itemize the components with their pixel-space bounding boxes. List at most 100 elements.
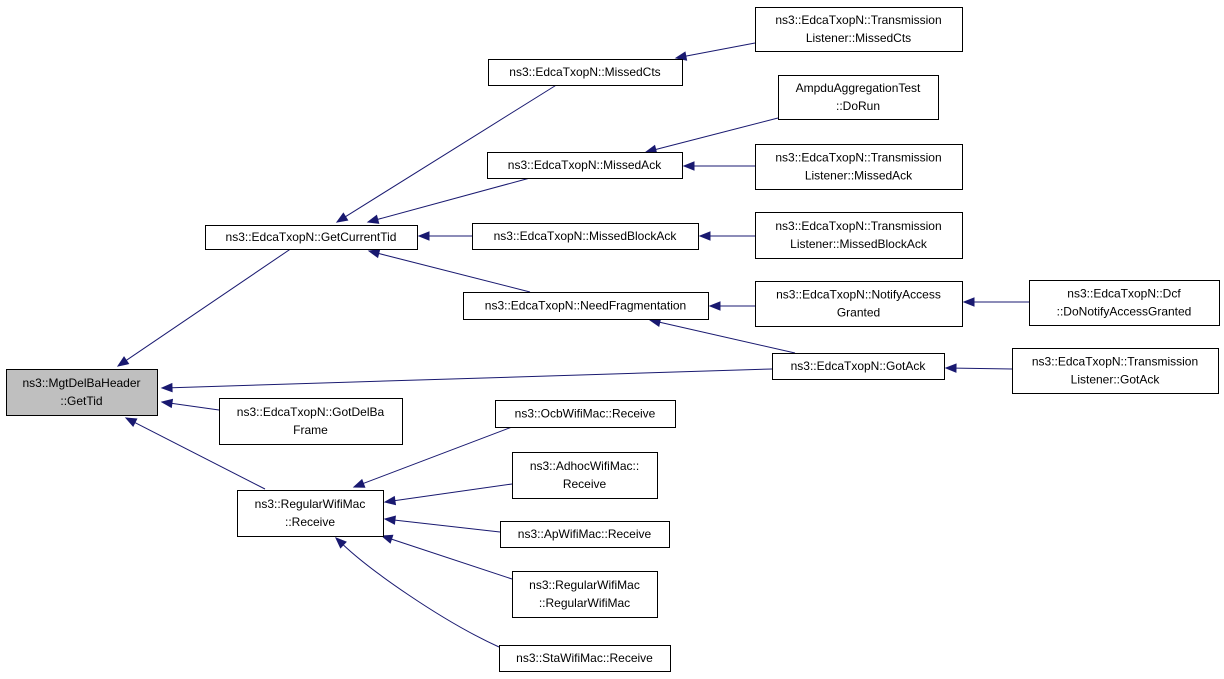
- nodes-layer: ns3::MgtDelBaHeader::GetTidns3::EdcaTxop…: [6, 7, 1220, 672]
- node-mack[interactable]: ns3::EdcaTxopN::MissedAck: [487, 152, 683, 179]
- node-tl-gotack[interactable]: ns3::EdcaTxopN::TransmissionListener::Go…: [1012, 348, 1219, 394]
- node-ocb[interactable]: ns3::OcbWifiMac::Receive: [495, 400, 676, 428]
- node-label: ns3::EdcaTxopN::Transmission: [775, 13, 941, 27]
- arrowhead-icon: [380, 534, 394, 544]
- node-label: ns3::EdcaTxopN::Dcf: [1067, 287, 1181, 301]
- node-label: ns3::EdcaTxopN::MissedCts: [509, 65, 660, 79]
- call-edge-mcts-to-gct: [335, 83, 559, 223]
- node-gct[interactable]: ns3::EdcaTxopN::GetCurrentTid: [205, 225, 418, 250]
- arrowhead-icon: [352, 478, 366, 488]
- call-edge-ap-to-rwm_recv: [383, 515, 501, 533]
- node-label: Listener::GotAck: [1071, 373, 1161, 387]
- arrowhead-icon: [383, 515, 396, 525]
- arrowhead-icon: [366, 214, 380, 224]
- node-ampdu[interactable]: AmpduAggregationTest::DoRun: [778, 75, 939, 120]
- node-label: ns3::EdcaTxopN::MissedBlockAck: [494, 229, 678, 243]
- node-label: ns3::OcbWifiMac::Receive: [515, 407, 656, 421]
- node-rwm-ctor[interactable]: ns3::RegularWifiMac::RegularWifiMac: [512, 571, 658, 618]
- edge-line: [345, 83, 559, 218]
- node-box: [755, 7, 963, 52]
- node-mcts[interactable]: ns3::EdcaTxopN::MissedCts: [488, 59, 683, 86]
- node-label: ns3::RegularWifiMac: [255, 497, 366, 511]
- node-label: Listener::MissedBlockAck: [790, 237, 928, 251]
- edge-line: [659, 321, 796, 354]
- node-label: Listener::MissedCts: [806, 31, 911, 45]
- edge-line: [134, 422, 266, 490]
- node-label: ns3::EdcaTxopN::GetCurrentTid: [226, 230, 397, 244]
- arrowhead-icon: [383, 495, 397, 506]
- edge-line: [377, 177, 531, 220]
- node-box: [1029, 280, 1220, 326]
- node-box: [1012, 348, 1219, 394]
- arrowhead-icon: [124, 417, 138, 427]
- node-sta[interactable]: ns3::StaWifiMac::Receive: [499, 645, 671, 672]
- call-edge-gct-to-root: [116, 247, 293, 367]
- arrowhead-icon: [708, 301, 721, 311]
- node-tl-mback[interactable]: ns3::EdcaTxopN::TransmissionListener::Mi…: [755, 212, 963, 259]
- node-tl-mack[interactable]: ns3::EdcaTxopN::TransmissionListener::Mi…: [755, 144, 963, 190]
- call-edge-sta-to-rwm_recv: [335, 537, 500, 648]
- node-label: Frame: [293, 423, 328, 437]
- edge-line: [171, 368, 773, 389]
- call-edge-ampdu-to-mack: [644, 117, 779, 154]
- call-edge-tl_mback-to-mback: [698, 231, 755, 241]
- node-box: [488, 59, 683, 86]
- arrowhead-icon: [674, 51, 688, 61]
- node-box: [472, 223, 699, 250]
- node-box: [495, 400, 676, 428]
- node-label: ns3::EdcaTxopN::Transmission: [775, 151, 941, 165]
- node-tl-mcts[interactable]: ns3::EdcaTxopN::TransmissionListener::Mi…: [755, 7, 963, 52]
- call-edge-ocb-to-rwm_recv: [352, 426, 513, 488]
- node-root[interactable]: ns3::MgtDelBaHeader::GetTid: [6, 369, 158, 416]
- arrowhead-icon: [682, 161, 695, 171]
- arrowhead-icon: [335, 212, 349, 223]
- node-box: [755, 281, 963, 327]
- node-box: [755, 144, 963, 190]
- node-label: ::GetTid: [60, 394, 102, 408]
- node-rwm-recv[interactable]: ns3::RegularWifiMac::Receive: [237, 490, 384, 537]
- arrowhead-icon: [962, 297, 975, 307]
- node-box: [778, 75, 939, 120]
- node-box: [772, 353, 945, 380]
- call-edge-dcf-to-notify: [962, 297, 1029, 307]
- node-needfrag[interactable]: ns3::EdcaTxopN::NeedFragmentation: [463, 292, 709, 320]
- arrowhead-icon: [367, 248, 381, 259]
- edge-line: [685, 42, 756, 57]
- edge-line: [363, 426, 513, 484]
- arrowhead-icon: [116, 356, 130, 367]
- node-box: [500, 521, 670, 548]
- node-box: [219, 398, 403, 445]
- edges-layer: [116, 42, 1029, 648]
- node-label: AmpduAggregationTest: [796, 81, 921, 95]
- node-label: ns3::EdcaTxopN::Transmission: [1032, 355, 1198, 369]
- node-dcf[interactable]: ns3::EdcaTxopN::Dcf::DoNotifyAccessGrant…: [1029, 280, 1220, 326]
- edge-line: [391, 538, 513, 580]
- node-gotack[interactable]: ns3::EdcaTxopN::GotAck: [772, 353, 945, 380]
- node-mback[interactable]: ns3::EdcaTxopN::MissedBlockAck: [472, 223, 699, 250]
- node-box: [755, 212, 963, 259]
- arrowhead-icon: [160, 398, 174, 409]
- arrowhead-icon: [698, 231, 711, 241]
- node-notify[interactable]: ns3::EdcaTxopN::NotifyAccessGranted: [755, 281, 963, 327]
- node-ap[interactable]: ns3::ApWifiMac::Receive: [500, 521, 670, 548]
- node-label: ns3::EdcaTxopN::NotifyAccess: [776, 288, 941, 302]
- edge-line: [955, 367, 1013, 370]
- call-edge-mack-to-gct: [366, 177, 531, 224]
- node-label: ns3::EdcaTxopN::NeedFragmentation: [485, 299, 686, 313]
- node-adhoc[interactable]: ns3::AdhocWifiMac::Receive: [512, 452, 658, 499]
- node-label: ::DoRun: [836, 99, 880, 113]
- edge-line: [342, 544, 500, 648]
- node-label: ns3::EdcaTxopN::GotDelBa: [237, 405, 385, 419]
- call-edge-needfrag-to-gct: [367, 248, 531, 293]
- node-box: [512, 571, 658, 618]
- node-box: [512, 452, 658, 499]
- node-box: [487, 152, 683, 179]
- node-label: ::DoNotifyAccessGranted: [1057, 305, 1192, 319]
- call-edge-notify-to-needfrag: [708, 301, 755, 311]
- call-edge-tl_mcts-to-mcts: [674, 42, 756, 61]
- call-edge-adhoc-to-rwm_recv: [383, 483, 513, 506]
- call-edge-mback-to-gct: [417, 231, 472, 241]
- edge-line: [394, 483, 513, 502]
